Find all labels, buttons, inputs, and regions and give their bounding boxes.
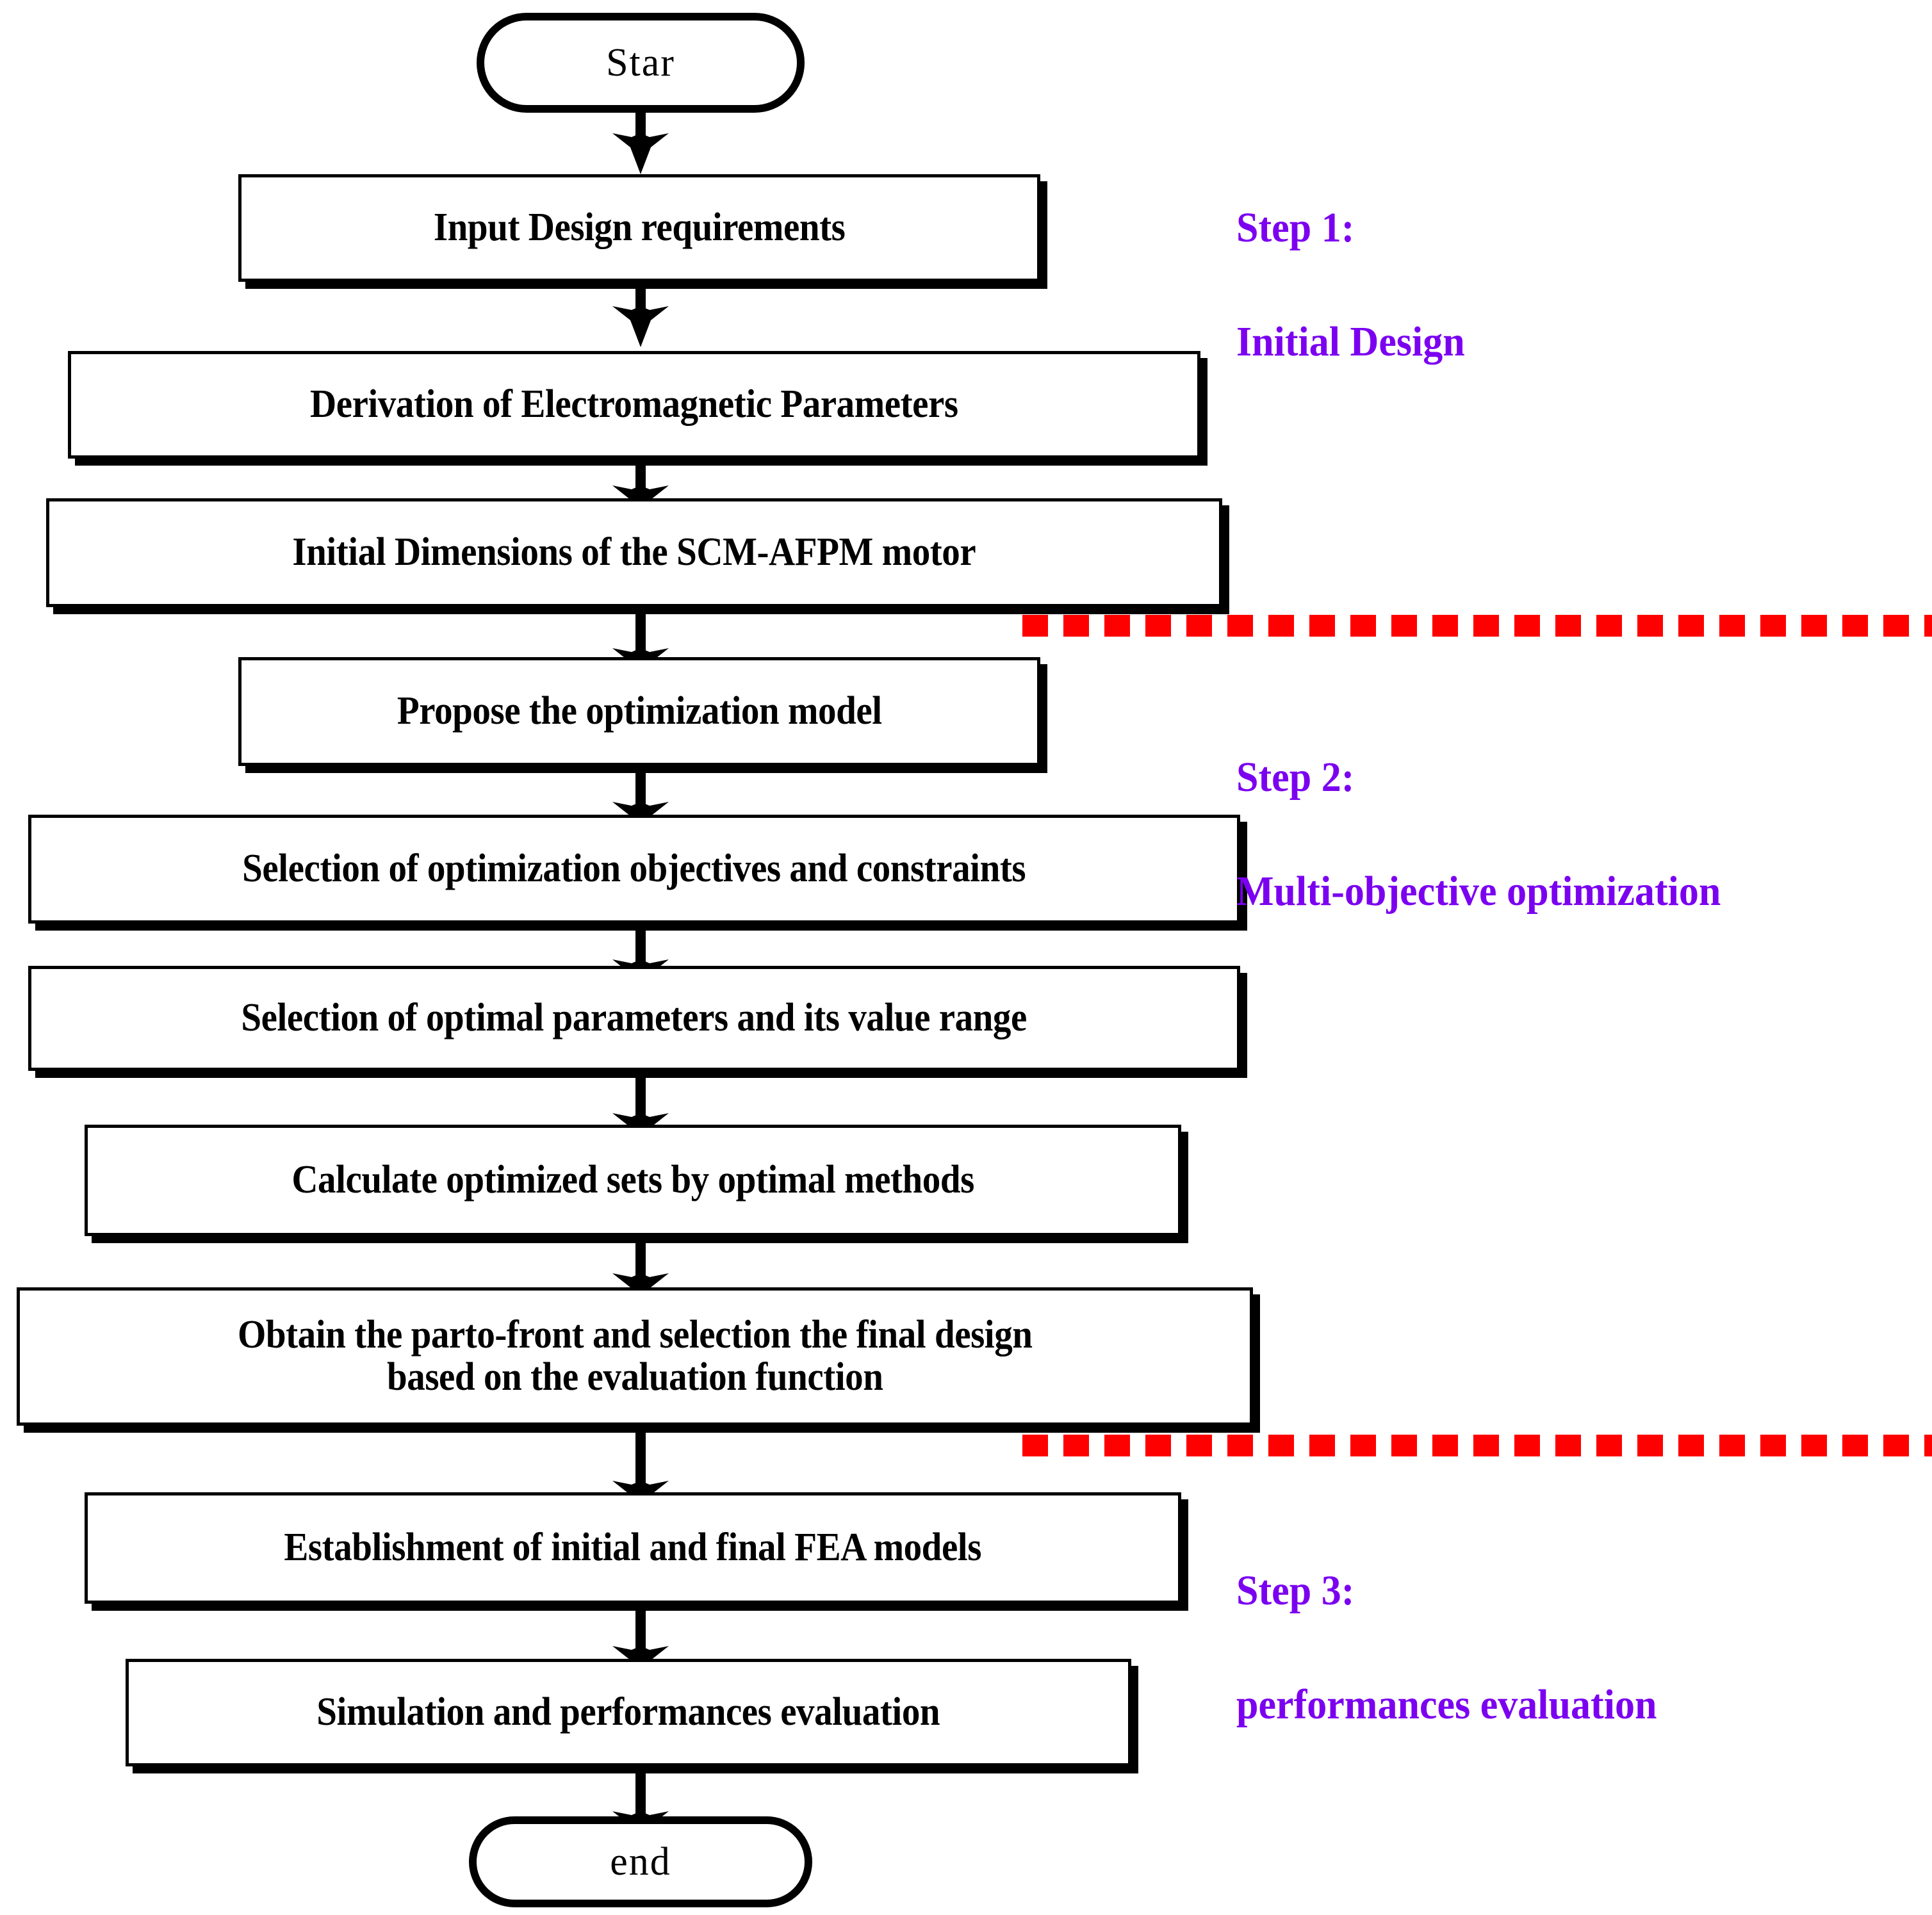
connector-n2-to-n3 bbox=[612, 459, 669, 526]
step-label-3-title: Step 3: bbox=[1236, 1567, 1355, 1615]
connector-n6-to-n7 bbox=[612, 1071, 669, 1154]
connector-n1-to-n2 bbox=[612, 282, 669, 347]
connector-n5-to-n6 bbox=[612, 924, 669, 1000]
node-selection-objectives-constraints[interactable]: Selection of optimization objectives and… bbox=[28, 815, 1240, 924]
node-simulation-performances-evaluation-label: Simulation and performances evaluation bbox=[316, 1690, 940, 1734]
node-obtain-parto-front-label: Obtain the parto-front and selection the… bbox=[237, 1313, 1033, 1399]
node-derivation-electromagnetic-parameters-label: Derivation of Electromagnetic Parameters bbox=[310, 382, 958, 427]
node-initial-dimensions-scm-afpm-motor-label: Initial Dimensions of the SCM-AFPM motor bbox=[292, 530, 976, 574]
node-selection-objectives-constraints-label: Selection of optimization objectives and… bbox=[242, 847, 1026, 891]
connector-n10-to-end bbox=[612, 1766, 669, 1852]
node-input-design-requirements-label: Input Design requirements bbox=[433, 206, 846, 250]
separator-step2-step3 bbox=[1022, 1435, 1932, 1456]
node-establishment-fea-models-label: Establishment of initial and final FEA m… bbox=[284, 1526, 982, 1570]
step-label-3: Step 3: performances evaluation bbox=[1236, 1505, 1657, 1790]
step-label-1-subtitle: Initial Design bbox=[1236, 318, 1465, 366]
step-label-3-subtitle: performances evaluation bbox=[1236, 1681, 1657, 1729]
node-calculate-optimized-sets[interactable]: Calculate optimized sets by optimal meth… bbox=[85, 1125, 1181, 1236]
connector-n9-to-n10 bbox=[612, 1604, 669, 1687]
connector-n7-to-n8 bbox=[612, 1236, 669, 1314]
step-label-2: Step 2: Multi-objective optimization bbox=[1236, 692, 1721, 977]
node-propose-optimization-model[interactable]: Propose the optimization model bbox=[238, 657, 1040, 766]
node-selection-optimal-parameters-range-label: Selection of optimal parameters and its … bbox=[241, 996, 1027, 1040]
node-end-label: end bbox=[610, 1840, 671, 1884]
connector-n4-to-n5 bbox=[612, 766, 669, 843]
separator-step1-step2 bbox=[1022, 615, 1932, 637]
node-start-label: Star bbox=[606, 41, 675, 85]
step-label-1-title: Step 1: bbox=[1236, 204, 1355, 252]
node-establishment-fea-models[interactable]: Establishment of initial and final FEA m… bbox=[85, 1492, 1181, 1604]
step-label-2-title: Step 2: bbox=[1236, 754, 1355, 801]
node-selection-optimal-parameters-range[interactable]: Selection of optimal parameters and its … bbox=[28, 966, 1240, 1071]
connector-start-to-n1 bbox=[612, 110, 669, 174]
node-calculate-optimized-sets-label: Calculate optimized sets by optimal meth… bbox=[291, 1158, 974, 1202]
node-end[interactable]: end bbox=[469, 1816, 812, 1907]
node-obtain-parto-front[interactable]: Obtain the parto-front and selection the… bbox=[17, 1287, 1253, 1426]
connector-n3-to-n4 bbox=[612, 607, 669, 689]
step-label-2-subtitle: Multi-objective optimization bbox=[1236, 868, 1721, 915]
connector-n8-to-n9 bbox=[612, 1426, 669, 1522]
node-propose-optimization-model-label: Propose the optimization model bbox=[397, 689, 882, 733]
node-input-design-requirements[interactable]: Input Design requirements bbox=[238, 174, 1040, 282]
node-initial-dimensions-scm-afpm-motor[interactable]: Initial Dimensions of the SCM-AFPM motor bbox=[46, 498, 1222, 607]
step-label-1: Step 1: Initial Design bbox=[1236, 142, 1465, 427]
node-simulation-performances-evaluation[interactable]: Simulation and performances evaluation bbox=[126, 1659, 1131, 1766]
node-start[interactable]: Star bbox=[477, 13, 805, 113]
node-derivation-electromagnetic-parameters[interactable]: Derivation of Electromagnetic Parameters bbox=[68, 351, 1200, 459]
